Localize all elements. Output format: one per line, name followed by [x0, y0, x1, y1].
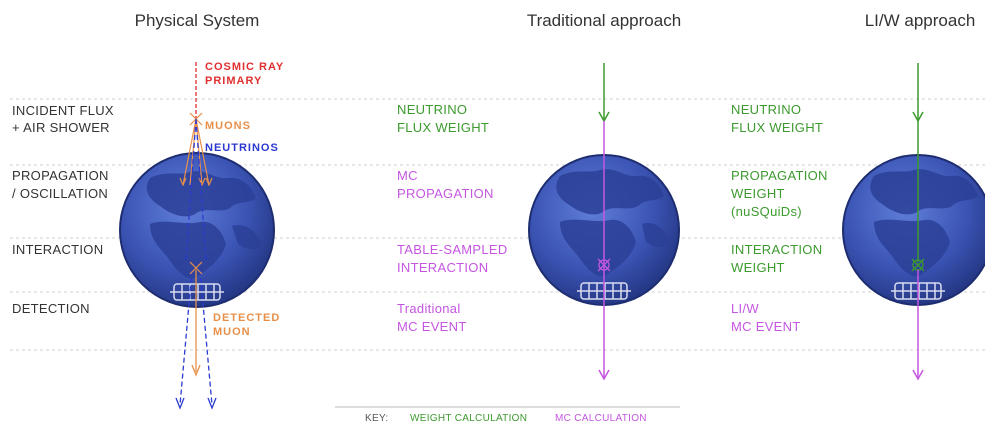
row-label-flux-1: INCIDENT FLUX: [12, 103, 114, 118]
traditional-mc-arrowhead: [598, 369, 610, 381]
interaction-burst-icon: [189, 261, 203, 275]
header-liw-approach: LI/W approach: [865, 11, 976, 30]
liw-prop-label-3: (nuSQuiDs): [731, 204, 802, 219]
key-mc-calculation: MC CALCULATION: [555, 413, 647, 424]
detected-muon-label-1: DETECTED: [213, 312, 280, 324]
traditional-flux-label-1: NEUTRINO: [397, 102, 467, 117]
physical-tracks: [175, 62, 217, 410]
liw-flux-label-2: FLUX WEIGHT: [731, 120, 823, 135]
detected-muon-arrowhead: [191, 364, 201, 377]
row-label-prop-1: PROPAGATION: [12, 168, 109, 183]
traditional-int-label-2: INTERACTION: [397, 260, 488, 275]
traditional-det-label-2: MC EVENT: [397, 319, 467, 334]
traditional-det-label-1: Traditional: [397, 301, 461, 316]
liw-prop-label-2: WEIGHT: [731, 186, 785, 201]
liw-mc-arrowhead: [912, 369, 924, 381]
traditional-interaction-burst-icon: [597, 258, 611, 272]
row-label-detection: DETECTION: [12, 301, 90, 316]
liw-prop-label-1: PROPAGATION: [731, 168, 828, 183]
row-label-flux-2: + AIR SHOWER: [12, 120, 110, 135]
key-weight-calculation: WEIGHT CALCULATION: [410, 413, 527, 424]
traditional-flux-label-2: FLUX WEIGHT: [397, 120, 489, 135]
neutrinos-label: NEUTRINOS: [205, 142, 279, 154]
traditional-tracks: [597, 63, 611, 381]
muons-label: MUONS: [205, 120, 251, 132]
liw-int-label-2: WEIGHT: [731, 260, 785, 275]
liw-labels: NEUTRINO FLUX WEIGHT PROPAGATION WEIGHT …: [731, 102, 828, 334]
cosmic-ray-label-1: COSMIC RAY: [205, 61, 284, 73]
liw-tracks: [911, 63, 925, 381]
traditional-int-label-1: TABLE-SAMPLED: [397, 242, 508, 257]
liw-det-label-2: MC EVENT: [731, 319, 801, 334]
earth-globe-liw: [842, 154, 985, 306]
traditional-labels: NEUTRINO FLUX WEIGHT MC PROPAGATION TABL…: [397, 102, 508, 334]
detected-muon-label-2: MUON: [213, 326, 251, 338]
legend-key: KEY: WEIGHT CALCULATION MC CALCULATION: [335, 406, 680, 424]
liw-det-label-1: LI/W: [731, 301, 759, 316]
key-label: KEY:: [365, 413, 388, 424]
liw-flux-arrowhead: [912, 111, 924, 123]
earth-globe-physical: [119, 152, 275, 308]
liw-int-label-1: INTERACTION: [731, 242, 822, 257]
neutrino-tracks: [179, 118, 213, 406]
liw-flux-label-1: NEUTRINO: [731, 102, 801, 117]
header-traditional-approach: Traditional approach: [527, 11, 681, 30]
neutrino-arrowheads: [175, 397, 217, 410]
traditional-prop-label-1: MC: [397, 168, 418, 183]
row-label-prop-2: / OSCILLATION: [12, 186, 108, 201]
traditional-prop-label-2: PROPAGATION: [397, 186, 494, 201]
row-label-interaction: INTERACTION: [12, 242, 103, 257]
header-physical-system: Physical System: [135, 11, 260, 30]
cosmic-ray-label-2: PRIMARY: [205, 75, 262, 87]
row-labels: INCIDENT FLUX + AIR SHOWER PROPAGATION /…: [12, 103, 114, 316]
